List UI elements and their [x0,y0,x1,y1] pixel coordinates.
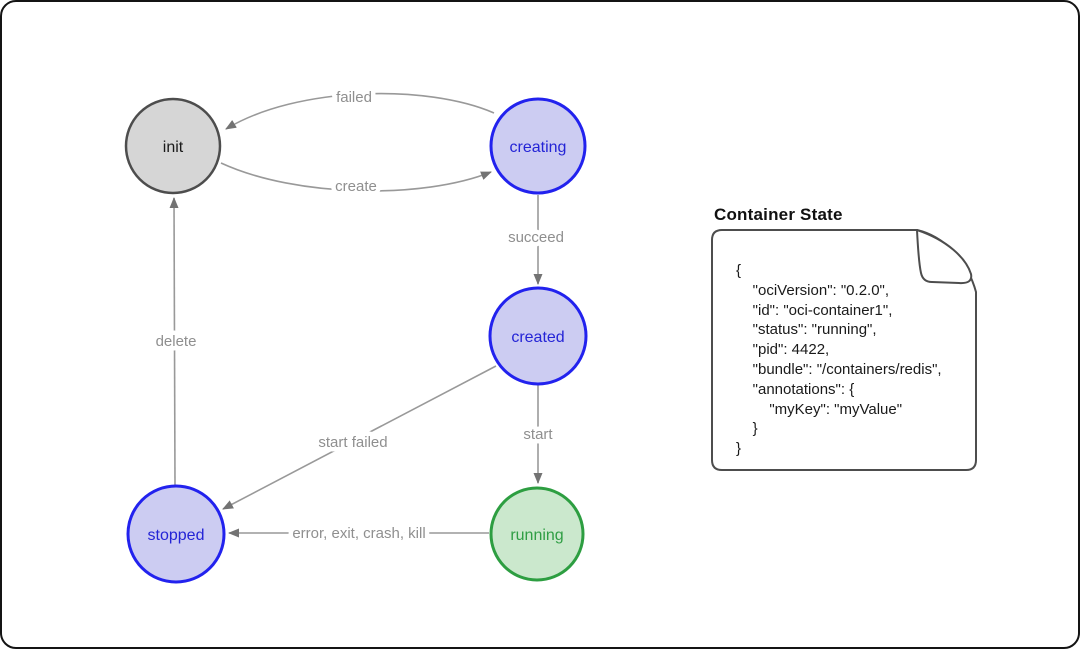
code-line: "pid": 4422, [736,341,830,359]
state-node-running: running [489,486,585,582]
code-line: { [736,262,742,279]
edge-label-error-exit-crash-kill: error, exit, crash, kill [292,525,425,542]
state-circle-creating [489,97,587,195]
state-node-creating: creating [489,97,587,195]
state-circle-stopped [126,484,226,584]
edge-label-start-failed: start failed [318,434,387,451]
code-line: "annotations": { [736,380,855,398]
code-line: } [736,440,742,458]
state-node-stopped: stopped [126,484,226,584]
edge-label-failed: failed [336,89,372,106]
state-node-created: created [488,286,588,386]
edge-label-succeed: succeed [508,229,564,246]
edge-creating-to-init-failed [225,92,495,130]
state-label-running: running [510,527,563,544]
container-state-title: Container State [714,205,843,224]
state-label-created: created [511,329,564,346]
edge-init-to-creating-create [220,162,492,192]
document-page-fold-corner-icon [916,229,973,285]
state-label-init: init [163,139,184,156]
state-nodes: init creating created running stopped [124,97,588,584]
transition-edges [169,92,543,538]
state-circle-created [488,286,588,386]
edge-label-start: start [523,426,553,443]
container-state-json: { "ociVersion": "0.2.0", "id": "oci-cont… [736,261,942,459]
code-line: } [736,420,758,438]
edge-stopped-to-init-delete [169,197,179,486]
code-line: "id": "oci-container1", [736,301,893,319]
code-line: "status": "running", [736,321,877,339]
state-circle-running [489,486,585,582]
transition-labels: failed create succeed start start failed… [151,85,568,547]
state-node-init: init [124,97,222,195]
code-line: "myKey": "myValue" [736,400,903,418]
edge-label-delete: delete [156,333,197,350]
code-line: "ociVersion": "0.2.0", [736,281,890,299]
edge-created-to-stopped-start-failed [222,365,497,510]
state-label-stopped: stopped [148,527,205,544]
state-circle-init [124,97,222,195]
document-page [711,229,977,471]
edge-label-create: create [335,178,377,195]
state-label-creating: creating [510,139,567,156]
code-line: "bundle": "/containers/redis", [736,360,942,378]
